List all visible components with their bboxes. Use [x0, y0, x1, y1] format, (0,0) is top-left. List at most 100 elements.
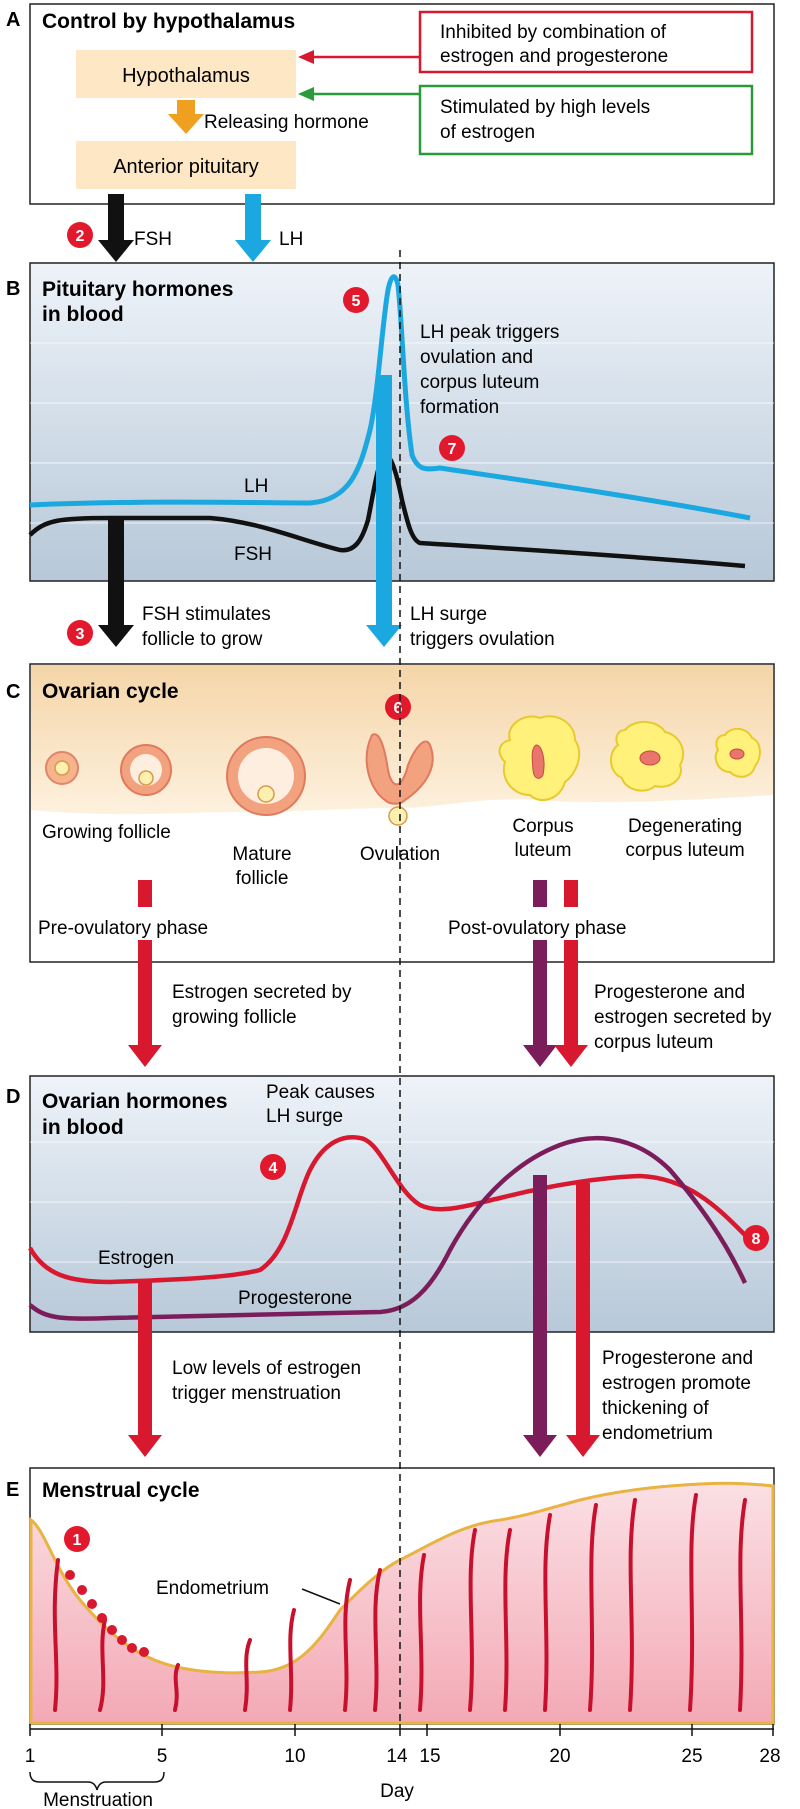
step-8-label: 8 [752, 1231, 761, 1248]
hypothalamus-box [76, 50, 296, 98]
fsh-stimulates-arrow [98, 518, 134, 647]
inhibited-line1: Inhibited by combination of [440, 22, 667, 43]
axis-tick-20: 20 [549, 1746, 570, 1767]
lh-peak-line1: LH peak triggers [420, 322, 559, 343]
step-2-label: 2 [76, 228, 85, 245]
panel-e-title: Menstrual cycle [42, 1479, 200, 1502]
fsh-arrow-label: FSH [134, 229, 172, 250]
mature-follicle-line1: Mature [232, 844, 291, 865]
axis-tick-1: 1 [25, 1746, 36, 1767]
low-estrogen-line1: Low levels of estrogen [172, 1358, 361, 1379]
ovary-tissue [31, 665, 773, 815]
step-badge-3 [67, 620, 93, 646]
promote-line2: estrogen promote [602, 1373, 751, 1394]
anterior-pituitary-box [76, 141, 296, 189]
prog-secreted-line3: corpus luteum [594, 1032, 713, 1053]
estrogen-secreted-line1: Estrogen secreted by [172, 982, 352, 1003]
stimulate-arrowhead [298, 87, 314, 101]
panel-letter-a: A [6, 9, 20, 31]
panel-d: D Ovarian hormones in blood Peak causes … [6, 1075, 775, 1457]
lh-arrow-label: LH [279, 229, 303, 250]
menstruation-label: Menstruation [43, 1790, 153, 1809]
axis-tick-15: 15 [419, 1746, 440, 1767]
step-4-label: 4 [269, 1160, 278, 1177]
releasing-hormone-label: Releasing hormone [204, 112, 369, 133]
panel-letter-c: C [6, 681, 20, 703]
fsh-curve-label: FSH [234, 544, 272, 565]
prog-secreted-line1: Progesterone and [594, 982, 745, 1003]
menstruation-brace [29, 1771, 165, 1791]
low-estrogen-line2: trigger menstruation [172, 1383, 341, 1404]
stimulated-box [418, 84, 754, 156]
panel-b: B Pituitary hormones in blood LH FSH 5 L… [6, 262, 775, 650]
panel-d-title-line2: in blood [42, 1116, 124, 1139]
panel-c-title: Ovarian cycle [42, 680, 179, 703]
axis-tick-25: 25 [681, 1746, 702, 1767]
progesterone-secreted-arrow [523, 940, 557, 1067]
promote-line3: thickening of [602, 1398, 709, 1419]
panel-b-title-line2: in blood [42, 303, 124, 326]
anterior-pituitary-label: Anterior pituitary [113, 156, 259, 178]
fsh-stimulates-line1: FSH stimulates [142, 604, 271, 625]
lh-peak-line3: corpus luteum [420, 372, 539, 393]
lh-peak-line4: formation [420, 397, 499, 418]
lh-curve-label: LH [244, 476, 268, 497]
step-6-label: 6 [394, 700, 403, 717]
post-phase-purple-bar [533, 880, 547, 907]
panel-b-title-line1: Pituitary hormones [42, 278, 233, 301]
panel-letter-b: B [6, 278, 20, 300]
panel-letter-d: D [6, 1086, 20, 1108]
inhibited-line2: estrogen and progesterone [440, 46, 668, 67]
step-1-label: 1 [73, 1532, 82, 1549]
estrogen-secreted-line2: growing follicle [172, 1007, 297, 1028]
lh-peak-line2: ovulation and [420, 347, 533, 368]
degenerating-line2: corpus luteum [625, 840, 744, 861]
inhibit-arrowhead [298, 50, 314, 64]
axis-tick-5: 5 [157, 1746, 168, 1767]
panel-d-gridlines [30, 1141, 774, 1263]
releasing-hormone-arrow [168, 100, 204, 134]
fsh-arrow [98, 194, 134, 262]
axis-label-day: Day [380, 1781, 414, 1802]
post-phase-red-bar [564, 880, 578, 907]
promote-line4: endometrium [602, 1423, 713, 1444]
hypothalamus-label: Hypothalamus [122, 65, 250, 87]
panel-c: C Ovarian cycle 6 [6, 663, 775, 1067]
estrogen-curve-label: Estrogen [98, 1248, 174, 1269]
estrogen-secreted-cl-arrow [554, 940, 588, 1067]
estrogen-curve [28, 1135, 747, 1285]
step-badge-6 [385, 694, 411, 720]
mature-follicle-line2: follicle [236, 868, 289, 889]
low-estrogen-arrow [128, 1282, 162, 1457]
step-3-label: 3 [76, 626, 85, 643]
step-badge-1 [64, 1526, 90, 1552]
lh-surge-arrow [366, 375, 402, 647]
panel-a-title: Control by hypothalamus [42, 10, 295, 33]
stimulated-line2: of estrogen [440, 122, 535, 143]
endometrium-leader [301, 1588, 341, 1605]
corpus-luteum-line2: luteum [514, 840, 571, 861]
step-badge-7 [439, 435, 465, 461]
growing-follicle-medium [120, 744, 172, 796]
day-axis: 1 5 10 14 15 20 25 28 Day Menstruation [25, 1724, 781, 1809]
degenerating-line1: Degenerating [628, 816, 742, 837]
step-5-label: 5 [352, 293, 361, 310]
progesterone-promote-arrow [523, 1175, 557, 1457]
pre-phase-bar [138, 880, 152, 907]
ovulation-follicle [365, 733, 434, 826]
step-7-label: 7 [448, 441, 457, 458]
peak-causes-line1: Peak causes [266, 1082, 375, 1103]
lh-arrow [235, 194, 271, 262]
axis-tick-marks [29, 1724, 774, 1736]
panel-letter-e: E [6, 1479, 19, 1501]
step-badge-2 [67, 222, 93, 248]
axis-tick-28: 28 [759, 1746, 780, 1767]
step-badge-5 [343, 287, 369, 313]
axis-tick-14: 14 [386, 1746, 408, 1767]
prog-secreted-line2: estrogen secreted by [594, 1007, 772, 1028]
lh-surge-line1: LH surge [410, 604, 487, 625]
progesterone-curve [28, 1135, 748, 1321]
step-badge-8 [743, 1225, 769, 1251]
panel-a: A Control by hypothalamus Hypothalamus A… [6, 3, 775, 262]
